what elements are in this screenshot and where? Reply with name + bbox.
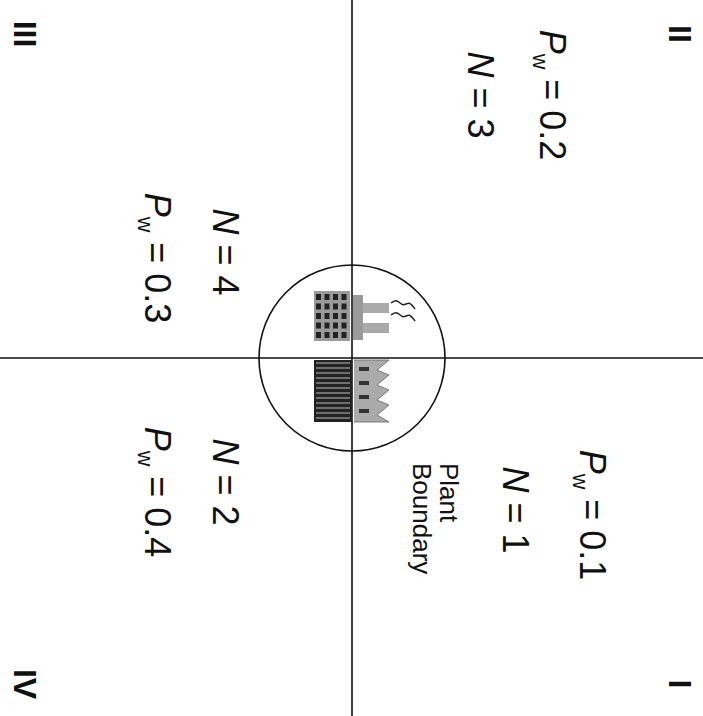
- quadrant-value: Pw = 0.1: [568, 450, 612, 581]
- quadrant-number: III: [6, 21, 41, 48]
- quadrant-value: N = 3: [460, 51, 500, 138]
- quadrant-value: Pw = 0.4: [133, 427, 177, 558]
- quadrant-value: N = 1: [495, 466, 535, 553]
- quadrant-value: Pw = 0.3: [133, 193, 177, 324]
- quadrant-value: N = 2: [205, 438, 245, 525]
- quadrant-value: N = 4: [205, 208, 245, 295]
- plant-illustration: [257, 263, 447, 453]
- boundary-outline: [259, 265, 445, 451]
- plant-boundary-circle: Plant Boundary: [257, 263, 447, 453]
- factory-icon: [314, 291, 415, 422]
- quadrant-number: II: [661, 25, 696, 43]
- quadrant-number: IV: [6, 669, 41, 699]
- quadrant-number: I: [661, 680, 696, 689]
- boundary-label: Plant Boundary: [408, 463, 463, 593]
- axis-line: [351, 0, 353, 716]
- quadrant-value: Pw = 0.2: [528, 30, 572, 161]
